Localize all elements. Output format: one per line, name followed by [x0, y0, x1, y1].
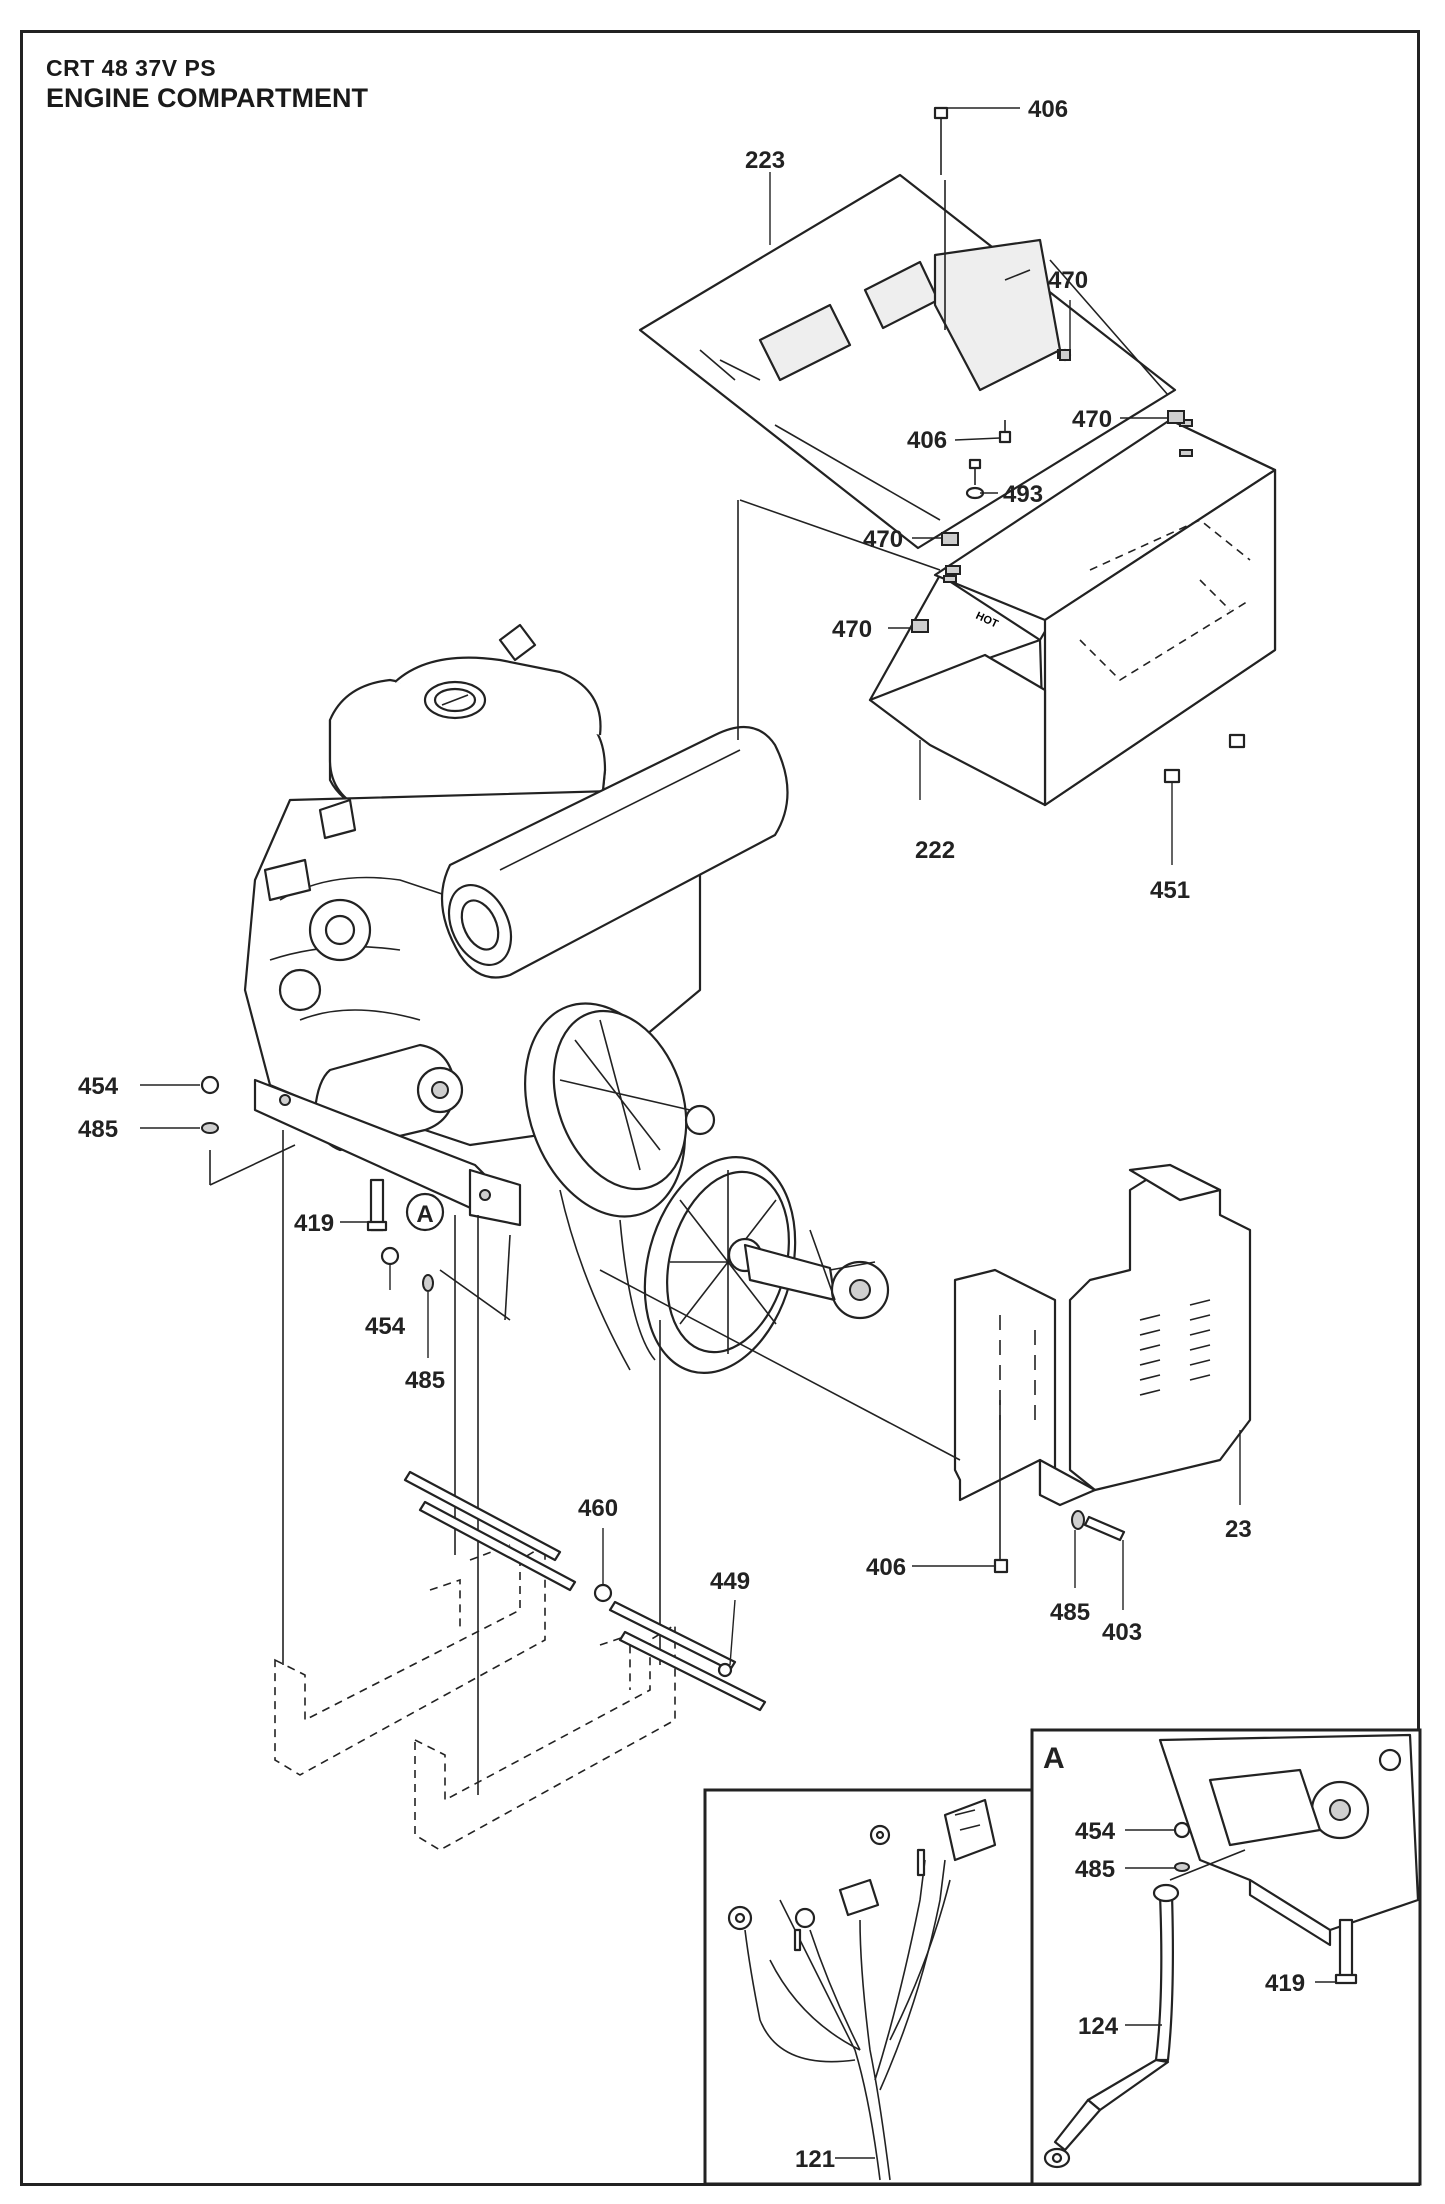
label-460: 460 [578, 1495, 618, 1522]
label-470-c: 470 [863, 526, 903, 553]
nut-454-mid [380, 1246, 400, 1266]
label-470-d: 470 [832, 616, 872, 643]
detail-a-letter: A [1043, 1742, 1065, 1775]
label-223: 223 [745, 147, 785, 174]
label-454-left: 454 [78, 1073, 119, 1100]
clip-470-d [911, 619, 929, 633]
label-124: 124 [1078, 2013, 1119, 2040]
washer-485-inset [1174, 1862, 1190, 1872]
section-title: ENGINE COMPARTMENT [46, 83, 368, 113]
label-222: 222 [915, 837, 955, 864]
label-493: 493 [1003, 481, 1043, 508]
bolt-406-bottom [993, 1558, 1009, 1574]
label-451: 451 [1150, 877, 1190, 904]
label-470-b: 470 [1072, 406, 1112, 433]
detail-a-callout-letter: A [416, 1201, 433, 1228]
label-419-inset: 419 [1265, 1970, 1305, 1997]
washer-485-mid [422, 1274, 434, 1292]
leader-lines [140, 107, 1241, 1666]
label-406-top: 406 [1028, 96, 1068, 123]
engine [243, 623, 890, 1374]
label-485-bottom: 485 [1050, 1599, 1090, 1626]
vent-slots-left [999, 1315, 1036, 1430]
label-454-inset: 454 [1075, 1818, 1116, 1845]
label-23: 23 [1225, 1516, 1252, 1543]
model-title: CRT 48 37V PS [46, 55, 217, 81]
title-block: CRT 48 37V PS ENGINE COMPARTMENT [46, 54, 368, 114]
clip-470-c [941, 532, 959, 546]
label-449: 449 [710, 1568, 750, 1595]
bolt-419-inset [1334, 1918, 1358, 1985]
label-454-mid: 454 [365, 1313, 406, 1340]
label-470-a: 470 [1048, 267, 1088, 294]
washer-485-bottom [1071, 1510, 1085, 1530]
label-406-bottom: 406 [866, 1554, 906, 1581]
inset-detail-a: A 454 485 419 124 [1030, 1728, 1422, 2186]
detail-a-engine-section [1158, 1733, 1420, 1947]
bolt-493 [965, 458, 985, 500]
bolt-406-mid [998, 420, 1012, 444]
label-403: 403 [1102, 1619, 1142, 1646]
clip-470-a [1059, 349, 1071, 361]
detail-a-callout[interactable]: A [405, 1192, 445, 1232]
bolt-419 [366, 1178, 388, 1232]
part-222-lower-shield: HOT [868, 418, 1277, 807]
wire-harness-121 [727, 1798, 997, 2181]
part-223-heat-shield [638, 173, 1177, 550]
part-labels: 406 223 470 406 470 493 470 470 222 451 … [78, 96, 1252, 1646]
label-419: 419 [294, 1210, 334, 1237]
nut-454-inset [1173, 1821, 1191, 1839]
mount-brackets [274, 1543, 676, 1851]
inset-wiring-harness: 121 [703, 1788, 1034, 2186]
label-121: 121 [795, 2146, 835, 2173]
bolt-406-top [933, 106, 949, 175]
label-485-left: 485 [78, 1116, 118, 1143]
washer-460 [593, 1583, 613, 1603]
part-23-belt-guard [953, 1163, 1252, 1507]
washer-485-left [201, 1122, 219, 1134]
vent-slots-right [1139, 1299, 1211, 1396]
ground-strap-124 [1043, 1883, 1180, 2169]
bolts-449 [403, 1470, 767, 1712]
clip-470-b [1167, 410, 1185, 424]
label-485-inset: 485 [1075, 1856, 1115, 1883]
label-485-mid: 485 [405, 1367, 445, 1394]
screw-451 [1163, 733, 1246, 784]
fasteners [200, 106, 1246, 1712]
label-406-mid: 406 [907, 427, 947, 454]
screw-403 [1083, 1515, 1126, 1542]
nut-454-left [200, 1075, 220, 1095]
